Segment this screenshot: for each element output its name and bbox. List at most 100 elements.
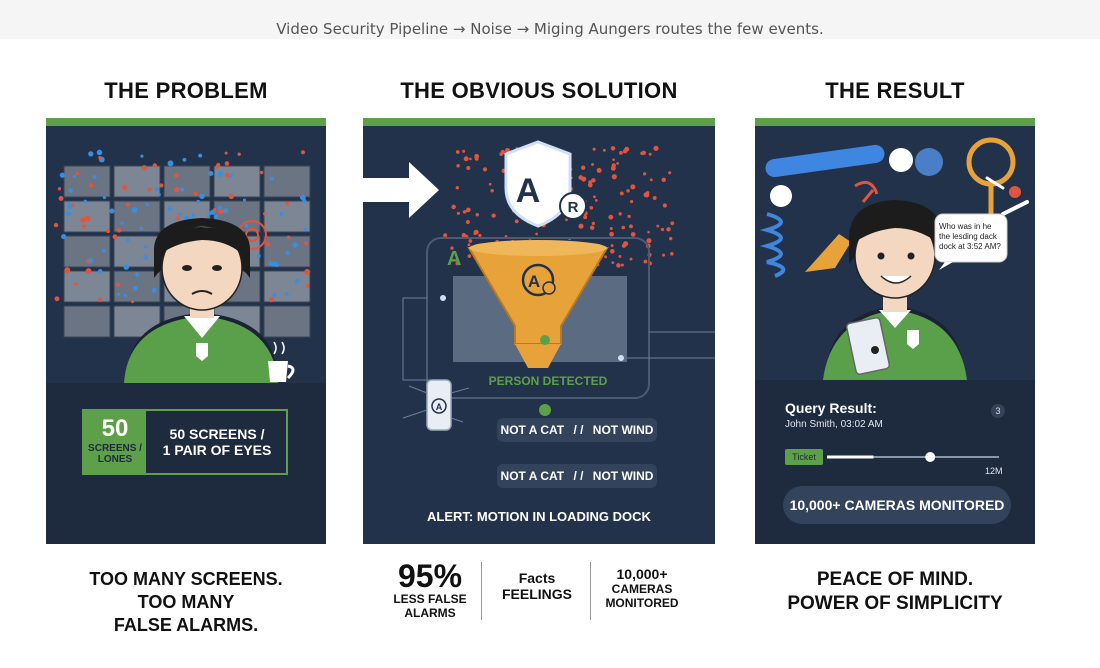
monitor-screen <box>113 235 161 268</box>
ticket-button[interactable]: Ticket <box>785 449 823 465</box>
noise-particle <box>535 232 538 236</box>
alert-dot <box>208 170 214 177</box>
alert-dot <box>217 208 224 215</box>
alert-dot <box>141 165 147 171</box>
alert-dot <box>96 149 103 156</box>
alert-dot <box>98 297 103 303</box>
problem-summary-line3: FALSE ALARMS. <box>113 615 259 635</box>
noise-particle <box>646 238 652 244</box>
cameras-monitored-pill: 10,000+ CAMERAS MONITORED <box>783 486 1011 524</box>
filter-row-1: NOT A CAT / / NOT WIND <box>497 418 657 442</box>
alert-dot <box>213 208 217 212</box>
noise-particle <box>589 205 594 210</box>
screens-label-line1: 50 SCREENS / <box>169 426 265 442</box>
noise-particle <box>475 213 479 217</box>
noise-particle <box>661 177 666 183</box>
time-slider <box>827 452 999 462</box>
alert-dot <box>305 284 310 288</box>
alert-dot <box>67 202 72 207</box>
stats-divider <box>481 562 482 620</box>
monitor-screen <box>113 165 161 198</box>
alert-dot <box>84 215 91 222</box>
screens-label: 50 SCREENS / 1 PAIR OF EYES <box>148 411 286 473</box>
alert-dot <box>68 188 74 193</box>
noise-particle <box>604 255 608 259</box>
alert-dot <box>58 196 64 201</box>
alert-dot <box>80 217 86 223</box>
alert-dot <box>131 207 138 213</box>
alert-dot <box>61 234 67 240</box>
noise-particle <box>491 213 496 218</box>
noise-particle <box>620 263 624 267</box>
heading-solution: THE OBVIOUS SOLUTION <box>400 78 678 103</box>
noise-particle <box>662 253 666 257</box>
alert-dot <box>268 297 275 303</box>
noise-particle <box>591 178 596 183</box>
alert-dot <box>167 206 173 211</box>
alert-dot <box>109 208 115 214</box>
noise-particle <box>609 231 614 237</box>
alert-message: ALERT: MOTION IN LOADING DOCK <box>427 509 651 524</box>
noise-particle <box>621 225 626 230</box>
alert-dot <box>301 150 305 155</box>
screens-count: 50 SCREENS / LONES <box>84 411 146 473</box>
shield-logo-icon <box>196 343 208 361</box>
alert-dot <box>101 248 106 253</box>
alert-dot <box>159 183 164 188</box>
alert-dot <box>135 272 140 277</box>
noise-particle <box>589 225 595 230</box>
monitor-screen <box>263 165 311 198</box>
noise-particle <box>455 261 460 266</box>
alert-dot <box>131 300 135 304</box>
page-caption: Video Security Pipeline → Noise → Miging… <box>276 20 824 38</box>
alert-dot <box>178 212 182 216</box>
noise-particle <box>463 156 469 162</box>
noise-particle <box>629 224 633 229</box>
alert-dot <box>294 278 300 284</box>
alert-dot <box>285 250 290 255</box>
stat-cameras: 10,000+ CAMERAS MONITORED <box>592 566 692 610</box>
coffee-cup-icon <box>268 341 295 382</box>
alert-dot <box>191 213 195 217</box>
alert-dot <box>144 244 148 249</box>
noise-particle <box>656 224 660 228</box>
alert-dot <box>81 224 86 229</box>
alert-dot <box>224 151 228 155</box>
noise-particle <box>627 214 631 219</box>
noise-particle <box>482 167 488 172</box>
solution-stats: 95% LESS FALSE ALARMS Facts FEELINGS 10,… <box>380 560 700 624</box>
alert-dot <box>98 155 102 160</box>
alert-dot <box>152 163 158 168</box>
noise-particle <box>649 178 653 182</box>
filter-row-2: NOT A CAT / / NOT WIND <box>497 464 657 488</box>
noise-particle <box>611 163 616 168</box>
speech-line-2: the lesding dack <box>939 232 997 241</box>
noise-particle <box>466 165 471 170</box>
noise-particle <box>462 149 466 153</box>
alert-dot <box>116 227 122 233</box>
stats-divider <box>590 562 591 620</box>
noise-particle <box>478 233 482 238</box>
stat-percent: 95% <box>397 558 463 594</box>
alert-dot <box>57 187 62 191</box>
stat-false-alarms: 95% LESS FALSE ALARMS <box>380 560 480 620</box>
query-result-title: Query Result: <box>785 400 877 416</box>
noise-particle <box>465 220 470 225</box>
alert-dot <box>112 234 118 240</box>
noise-particle <box>596 167 602 173</box>
alert-dot <box>270 261 276 267</box>
alert-dot <box>167 160 174 167</box>
alert-dot <box>182 157 187 162</box>
noise-particle <box>648 152 652 156</box>
alert-dot <box>154 187 159 192</box>
noise-particle <box>456 211 461 215</box>
noise-particle <box>580 165 586 170</box>
alert-dot <box>85 268 92 274</box>
alert-dot <box>122 184 128 191</box>
tablet-icon <box>845 317 891 375</box>
stat-facts: Facts FEELINGS <box>484 570 590 602</box>
svg-text:A: A <box>436 402 443 412</box>
alert-dot <box>215 165 219 169</box>
noise-particle <box>653 145 659 151</box>
stat-cameras-label2: MONITORED <box>605 596 679 610</box>
